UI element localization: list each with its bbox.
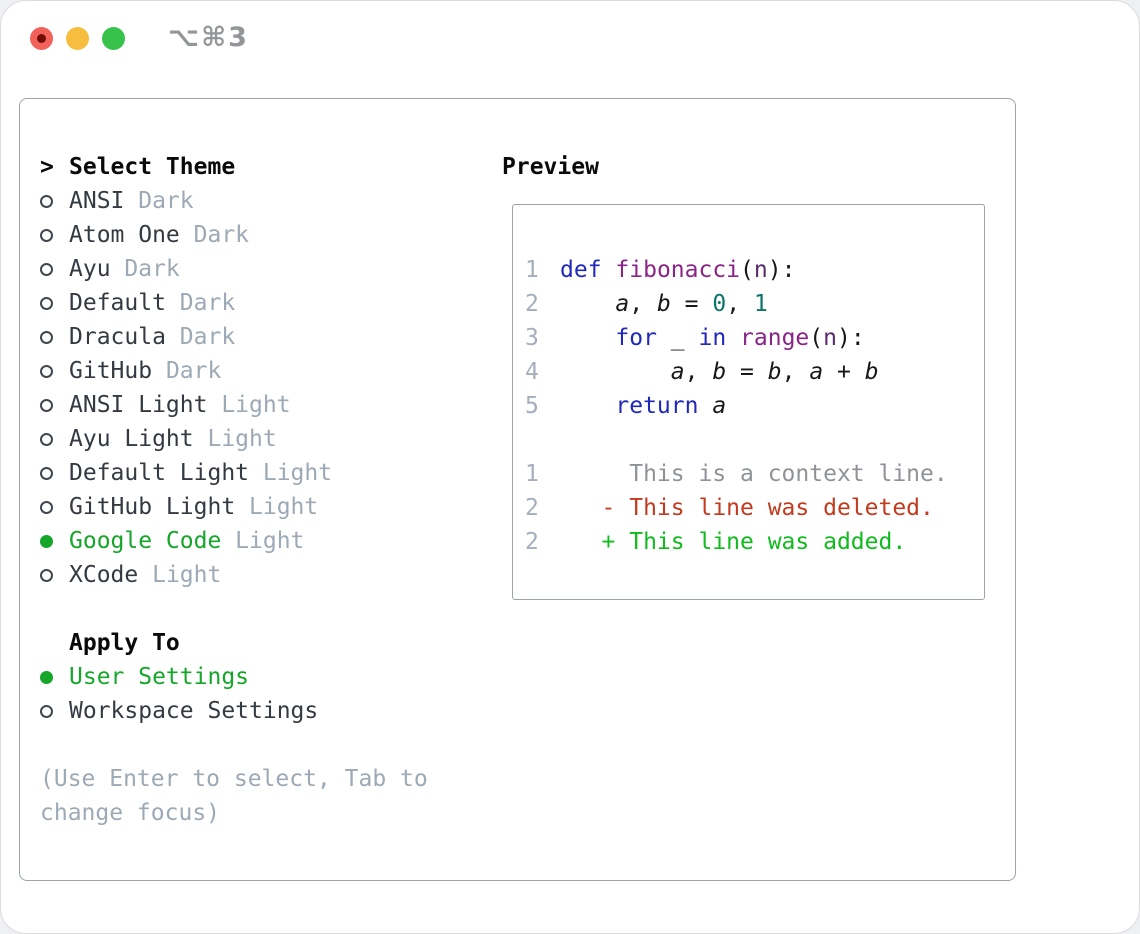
apply-option-label: User Settings — [69, 664, 250, 690]
apply-option-workspace-settings[interactable]: Workspace Settings — [40, 694, 442, 728]
radio-icon — [40, 466, 53, 480]
theme-menu-header: > Select Theme — [40, 150, 442, 184]
spacer — [525, 423, 974, 457]
theme-option-github-dark[interactable]: GitHub Dark — [40, 354, 442, 388]
line-number: 1 — [525, 257, 539, 283]
theme-option-ansi-light-light[interactable]: ANSI Light Light — [40, 388, 442, 422]
close-button-dot-icon — [37, 34, 46, 43]
radio-icon — [40, 228, 53, 242]
minimize-button[interactable] — [66, 27, 89, 50]
window-title: ⌥⌘3 — [168, 22, 249, 53]
line-number: 5 — [525, 393, 539, 419]
theme-option-atom-one-dark[interactable]: Atom One Dark — [40, 218, 442, 252]
theme-variant-label: Dark — [165, 358, 222, 384]
theme-option-label: GitHub — [69, 358, 153, 384]
radio-icon — [40, 330, 53, 344]
theme-option-default-dark[interactable]: Default Dark — [40, 286, 442, 320]
diff-line-deleted: 2 - This line was deleted. — [525, 491, 974, 525]
radio-icon — [40, 364, 53, 378]
code-line: 5 return a — [525, 389, 974, 423]
spacer — [40, 592, 442, 626]
theme-option-dracula-dark[interactable]: Dracula Dark — [40, 320, 442, 354]
theme-option-label: Ayu Light — [69, 426, 194, 452]
radio-icon — [40, 568, 53, 582]
theme-option-ansi-dark[interactable]: ANSI Dark — [40, 184, 442, 218]
theme-option-ayu-light-light[interactable]: Ayu Light Light — [40, 422, 442, 456]
theme-option-label: XCode — [69, 562, 139, 588]
code-line: 3 for _ in range(n): — [525, 321, 974, 355]
close-button[interactable] — [30, 27, 53, 50]
radio-selected-icon — [40, 534, 53, 548]
theme-variant-label: Dark — [193, 222, 250, 248]
spacer — [40, 728, 442, 762]
apply-to-title: Apply To — [69, 630, 180, 656]
code-line: 4 a, b = b, a + b — [525, 355, 974, 389]
line-number: 1 — [525, 461, 539, 487]
radio-selected-icon — [40, 670, 53, 684]
theme-option-github-light-light[interactable]: GitHub Light Light — [40, 490, 442, 524]
theme-variant-label: Light — [152, 562, 222, 588]
line-number: 3 — [525, 325, 539, 351]
radio-icon — [40, 398, 53, 412]
diff-line-context: 1 This is a context line. — [525, 457, 974, 491]
theme-option-xcode-light[interactable]: XCode Light — [40, 558, 442, 592]
radio-icon — [40, 262, 53, 276]
radio-icon — [40, 194, 53, 208]
theme-variant-label: Dark — [138, 188, 194, 214]
theme-option-label: Dracula — [69, 324, 166, 350]
theme-option-label: Google Code — [69, 528, 222, 554]
zoom-button[interactable] — [102, 27, 125, 50]
radio-icon — [40, 296, 53, 310]
apply-option-label: Workspace Settings — [69, 698, 319, 724]
line-number: 2 — [525, 495, 539, 521]
theme-option-label: ANSI Light — [69, 392, 208, 418]
diff-sample: 1 This is a context line.2 - This line w… — [525, 457, 974, 559]
diff-line-added: 2 + This line was added. — [525, 525, 974, 559]
radio-icon — [40, 704, 53, 718]
radio-icon — [40, 432, 53, 446]
theme-option-label: ANSI — [69, 188, 125, 214]
theme-variant-label: Dark — [124, 256, 180, 282]
theme-variant-label: Dark — [179, 324, 236, 350]
apply-to-header: Apply To — [40, 626, 442, 660]
theme-variant-label: Light — [262, 460, 333, 486]
apply-option-user-settings[interactable]: User Settings — [40, 660, 442, 694]
traffic-lights — [30, 27, 125, 50]
theme-option-google-code-light[interactable]: Google Code Light — [40, 524, 442, 558]
line-number: 2 — [525, 291, 539, 317]
theme-variant-label: Light — [207, 426, 277, 452]
theme-variant-label: Light — [235, 528, 305, 554]
theme-option-ayu-dark[interactable]: Ayu Dark — [40, 252, 442, 286]
theme-option-label: Ayu — [69, 256, 111, 282]
theme-option-label: Default — [69, 290, 166, 316]
theme-option-label: GitHub Light — [69, 494, 236, 520]
radio-icon — [40, 500, 53, 514]
theme-option-default-light-light[interactable]: Default Light Light — [40, 456, 442, 490]
help-text: (Use Enter to select, Tab to change focu… — [40, 766, 428, 826]
preview-title: Preview — [502, 154, 599, 180]
theme-option-label: Atom One — [69, 222, 180, 248]
line-number: 2 — [525, 529, 539, 555]
theme-variant-label: Light — [249, 494, 319, 520]
theme-variant-label: Dark — [179, 290, 236, 316]
titlebar: ⌥⌘3 — [1, 1, 1139, 77]
line-number: 4 — [525, 359, 539, 385]
theme-variant-label: Light — [221, 392, 291, 418]
focus-indicator: > — [40, 154, 54, 180]
theme-menu-title: Select Theme — [69, 154, 236, 180]
code-line: 2 a, b = 0, 1 — [525, 287, 974, 321]
theme-option-label: Default Light — [69, 460, 250, 486]
